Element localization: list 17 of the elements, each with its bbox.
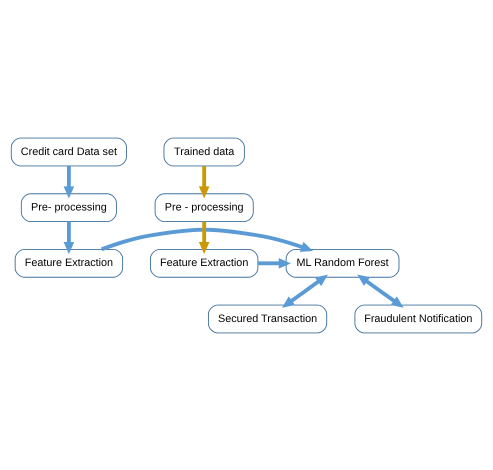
node-box: Pre - processing: [154, 192, 254, 222]
arrow: [64, 166, 74, 198]
arrow: [100, 227, 314, 252]
arrow: [282, 274, 328, 308]
node-box: Credit card Data set: [10, 137, 127, 166]
node-box: Feature Extraction: [14, 248, 124, 278]
node-box: Trained data: [164, 137, 245, 166]
node-box: Fraudulent Notification: [354, 304, 482, 333]
arrow: [198, 221, 210, 254]
node-box: Secured Transaction: [208, 304, 328, 333]
arrow: [198, 166, 210, 198]
arrow: [258, 258, 291, 268]
node-box: Feature Extraction: [150, 248, 258, 278]
arrow: [357, 274, 404, 308]
node-box: Pre- processing: [20, 192, 117, 222]
arrow: [64, 221, 74, 254]
node-box: ML Random Forest: [286, 248, 400, 278]
